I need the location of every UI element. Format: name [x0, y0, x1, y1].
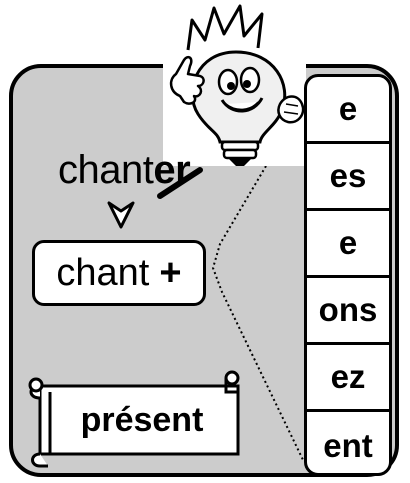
- tense-label: présent: [80, 400, 204, 439]
- pencil-strike-icon: [157, 167, 203, 199]
- stem-box: chant +: [32, 240, 206, 306]
- ending-cell: ez: [307, 345, 389, 412]
- arrowhead-icon: [107, 201, 135, 229]
- ending-cell: es: [307, 144, 389, 211]
- ending-cell: e: [307, 211, 389, 278]
- dotted-connector: [211, 165, 305, 463]
- infinitive-verb: chanter: [58, 148, 191, 193]
- stem-text: chant: [56, 251, 150, 294]
- verb-ending: er: [153, 148, 191, 192]
- lightbulb-mascot-icon: [163, 0, 306, 166]
- endings-column: e es e ons ez ent: [304, 74, 392, 476]
- ending-cell: e: [307, 77, 389, 144]
- verb-stem: chant: [58, 148, 154, 192]
- ending-cell: ons: [307, 278, 389, 345]
- ending-cell: ent: [323, 426, 373, 464]
- plus-sign: +: [159, 251, 182, 294]
- scroll-banner-icon: [28, 370, 240, 468]
